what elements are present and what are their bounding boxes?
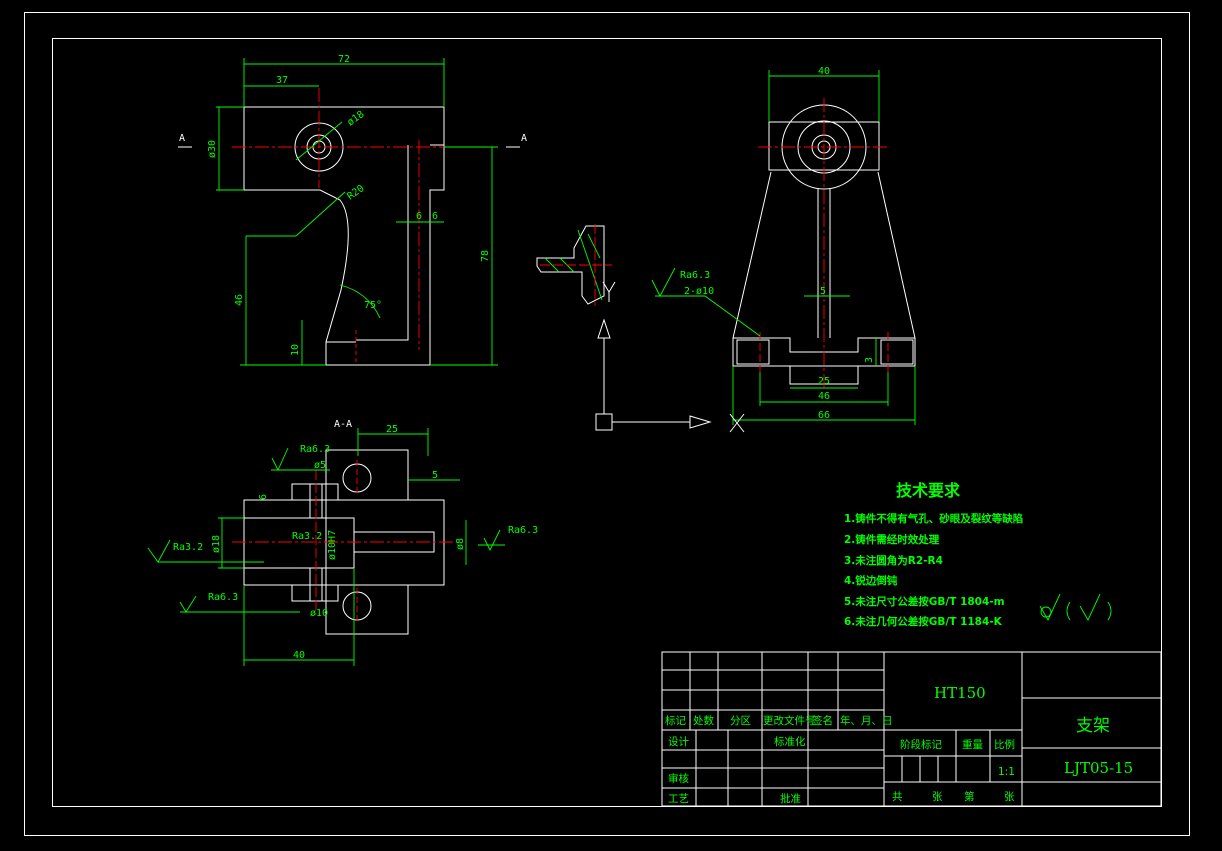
- rev-header-5: 年、月、日: [840, 714, 893, 727]
- side-view: 40 5 25 46 66 3 Ra6.3 2-ø10: [651, 66, 916, 425]
- dim-46s: 46: [818, 391, 830, 402]
- part-name: 支架: [1076, 716, 1110, 736]
- rev-header-3: 更改文件号: [763, 714, 816, 727]
- dim-rib-1: 6: [416, 211, 422, 222]
- requirement-3: 3.未注圆角为R2-R4: [844, 554, 943, 567]
- sign-design: 设计: [668, 735, 689, 748]
- dim-10h7: ø10H7: [327, 530, 338, 560]
- rev-header-4: 签名: [812, 714, 833, 727]
- section-a-a: A-A 25 ø5 5 6 ø18 ø10H7 ø10 40 ø8 Ra6.3 …: [147, 419, 538, 666]
- weight-header: 重量: [962, 738, 983, 751]
- dim-10: 10: [290, 344, 301, 356]
- scale-header: 比例: [994, 738, 1015, 751]
- section-sketch: [536, 224, 612, 306]
- outer-frame: [24, 12, 1190, 836]
- sheet-total-label: 共: [892, 791, 903, 803]
- sign-standard: 标准化: [774, 735, 806, 748]
- dim-rib-2: 6: [432, 211, 438, 222]
- stage-header: 阶段标记: [900, 738, 942, 751]
- dim-72: 72: [338, 54, 350, 65]
- dim-gap: 5: [432, 470, 438, 481]
- rev-header-2: 分区: [730, 715, 751, 727]
- sign-review: 审核: [668, 772, 689, 785]
- dim-40: 40: [818, 66, 830, 77]
- sheet-unit-1: 张: [932, 791, 943, 803]
- rev-header-0: 标记: [665, 715, 686, 727]
- dim-37: 37: [276, 75, 288, 86]
- sheet-unit-2: 张: [1004, 791, 1015, 803]
- material: HT150: [934, 684, 986, 702]
- requirement-2: 2.铸件需经时效处理: [844, 533, 940, 546]
- requirement-1: 1.铸件不得有气孔、砂眼及裂纹等缺陷: [844, 512, 1023, 525]
- technical-requirements: 技术要求 1.铸件不得有气孔、砂眼及裂纹等缺陷 2.铸件需经时效处理 3.未注圆…: [844, 481, 1112, 628]
- dim-30: ø30: [207, 140, 218, 158]
- dim-40a: 40: [293, 650, 305, 661]
- drawing-number: LJT05-15: [1064, 759, 1133, 777]
- dim-18: ø18: [345, 109, 366, 128]
- side-roughness: Ra6.3: [680, 270, 710, 281]
- dim-66: 66: [818, 410, 830, 421]
- requirements-title: 技术要求: [896, 481, 961, 500]
- ra-inner: Ra3.2: [292, 531, 322, 542]
- sign-approve: 批准: [780, 792, 801, 805]
- dim-25: 25: [818, 376, 830, 387]
- dim-3: 3: [864, 357, 875, 363]
- dim-78: 78: [480, 250, 491, 262]
- requirement-4: 4.锐边倒钝: [844, 574, 898, 587]
- ucs-icon: [595, 281, 745, 433]
- roughness-symbol-icon: [1039, 593, 1061, 621]
- section-mark-left: A: [179, 133, 185, 144]
- ra-top: Ra6.3: [300, 444, 330, 455]
- dim-6a: 6: [258, 494, 269, 500]
- requirement-5: 5.未注尺寸公差按GB/T 1804-m: [844, 595, 1005, 608]
- dim-25a: 25: [386, 424, 398, 435]
- rev-header-1: 处数: [693, 714, 714, 727]
- scale-value: 1:1: [998, 766, 1015, 778]
- ra-right: Ra6.3: [508, 525, 538, 536]
- dim-r20: R20: [345, 183, 366, 202]
- dim-18a: ø18: [211, 535, 222, 553]
- dim-5: 5: [820, 286, 826, 297]
- inner-frame: [52, 38, 1162, 807]
- dim-46: 46: [234, 294, 245, 306]
- section-title: A-A: [334, 419, 352, 430]
- section-mark-right: A: [521, 133, 527, 144]
- sheet-no-label: 第: [964, 790, 975, 803]
- dim-angle: 75°: [364, 300, 382, 311]
- dim-10a: ø10: [310, 608, 328, 619]
- title-block: 标记 处数 分区 更改文件号 签名 年、月、日 设计 标准化 审核 工艺 批准 …: [661, 651, 1162, 807]
- ra-left: Ra3.2: [173, 542, 203, 553]
- ra-bottom: Ra6.3: [208, 592, 238, 603]
- dim-5a: ø5: [314, 460, 326, 471]
- sign-process: 工艺: [668, 793, 689, 805]
- side-holes: 2-ø10: [684, 286, 714, 297]
- front-view: A A 72 37 ø30 ø18 R20 6 6 78 46 10 75°: [178, 54, 527, 366]
- requirement-6: 6.未注几何公差按GB/T 1184-K: [844, 615, 1003, 628]
- dim-8a: ø8: [455, 538, 466, 550]
